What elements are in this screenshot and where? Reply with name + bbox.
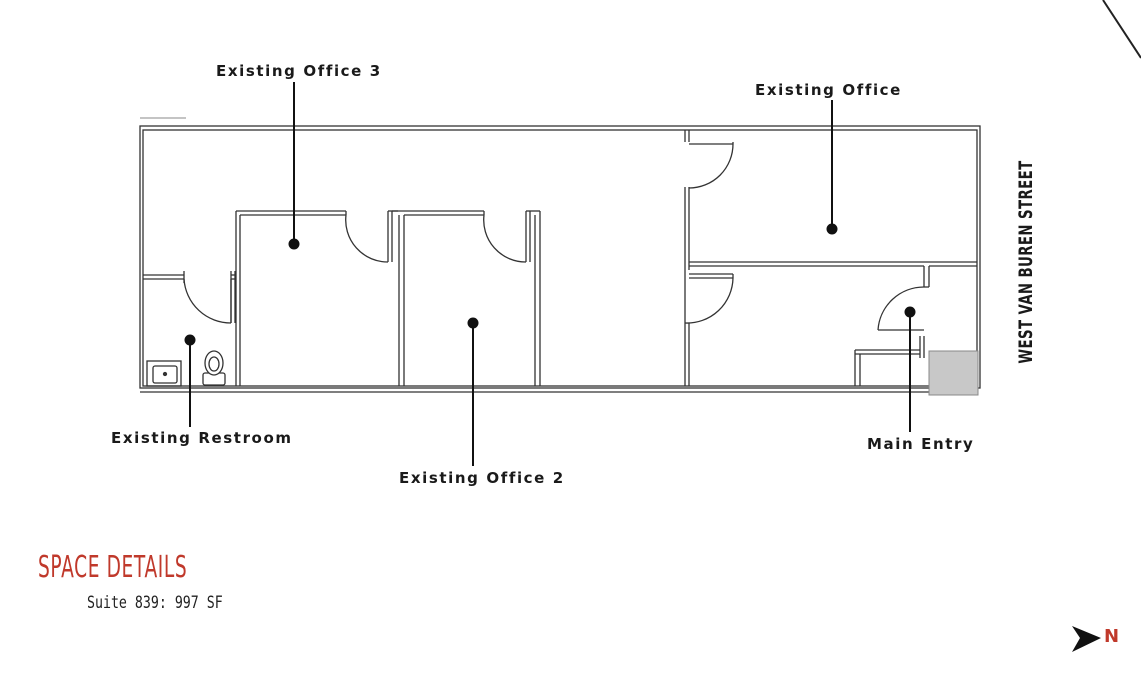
label-existing-office-2: Existing Office 2: [399, 469, 565, 487]
leader-lines: [184, 82, 916, 466]
entry-landing: [928, 350, 979, 396]
suite-info: Suite 839: 997 SF: [87, 593, 223, 613]
walls: [139, 125, 981, 393]
north-label: N: [1104, 626, 1120, 647]
site-boundary-line: [1102, 0, 1141, 59]
toilet-icon: [202, 350, 226, 386]
north-arrow-icon: [1072, 626, 1101, 652]
street-name: WEST VAN BUREN STREET: [1015, 160, 1037, 364]
label-existing-restroom: Existing Restroom: [111, 429, 293, 447]
sink-icon: [146, 360, 182, 387]
label-existing-office-3: Existing Office 3: [216, 62, 382, 80]
label-main-entry: Main Entry: [867, 435, 975, 453]
label-existing-office: Existing Office: [755, 81, 902, 99]
space-details-title: SPACE DETAILS: [38, 550, 188, 585]
door-swings: [183, 142, 925, 331]
